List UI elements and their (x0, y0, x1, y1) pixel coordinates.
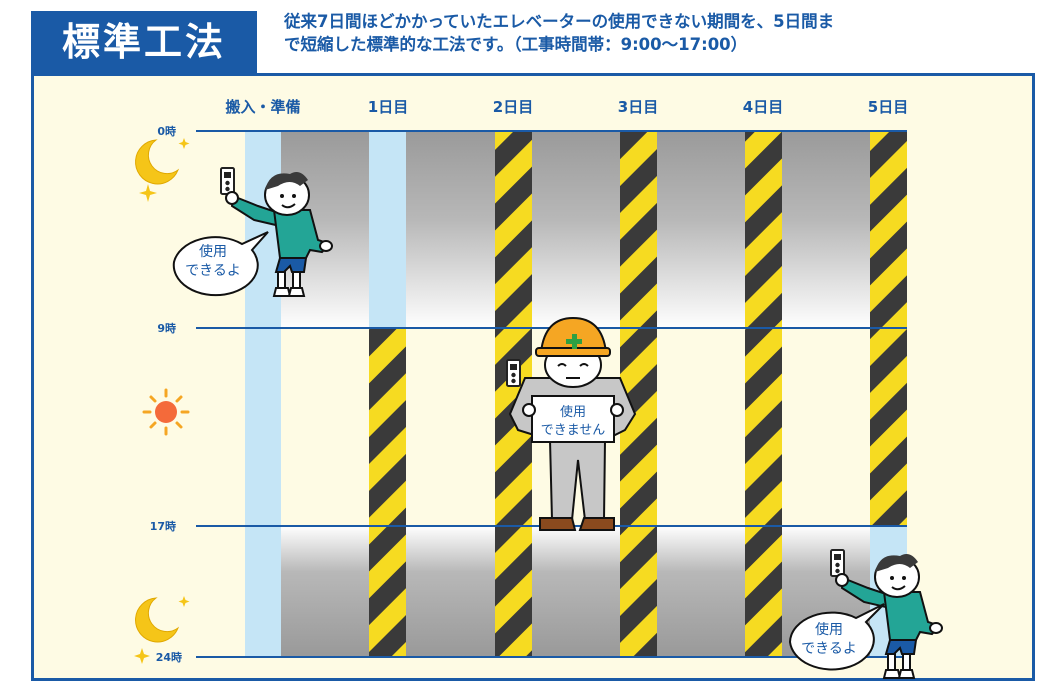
day1-column-available (369, 131, 406, 329)
bubble-line-2: できるよ (801, 641, 857, 657)
elevator-button-icon (830, 549, 845, 577)
gap-2-3-lower (532, 526, 620, 657)
time-label-17: 17時 (150, 519, 176, 533)
description-line-1: 従来7日間ほどかかっていたエレベーターの使用できない期間を、5日間ま (284, 12, 835, 31)
boy-character-available (220, 167, 333, 297)
gap-3-4-lower (657, 526, 745, 657)
method-title-badge: 標準工法 (31, 11, 257, 73)
column-label-prep: 搬入・準備 (225, 98, 300, 116)
time-label-9: 9時 (157, 321, 176, 335)
method-description: 従来7日間ほどかかっていたエレベーターの使用できない期間を、5日間ま で短縮した… (284, 10, 1054, 56)
bubble-line-1: 使用 (199, 243, 227, 260)
elevator-button-icon (220, 167, 235, 195)
prep-column-closed-lower (281, 526, 369, 657)
moon-icon (134, 596, 190, 664)
bubble-line-1: 使用 (815, 621, 843, 638)
column-label-day3: 3日目 (618, 98, 658, 116)
gap-2-3-upper (532, 131, 620, 329)
day1-column-hazard (369, 329, 406, 657)
speech-bubble-available: 使用 できるよ (788, 603, 885, 671)
bubble-line-2: できるよ (185, 263, 241, 279)
column-headers: 搬入・準備 1日目 2日目 3日目 4日目 5日目 (225, 98, 908, 116)
time-label-0: 0時 (157, 124, 176, 138)
gap-1-2-lower (406, 526, 495, 657)
sign-line-2: できません (541, 423, 606, 438)
elevator-button-icon (506, 359, 521, 387)
speech-bubble-available: 使用 できるよ (172, 231, 269, 297)
column-label-day2: 2日目 (493, 98, 533, 116)
day4-column-hazard (745, 131, 782, 657)
column-label-day1: 1日目 (368, 98, 408, 116)
time-label-24: 24時 (156, 650, 182, 664)
column-label-day4: 4日目 (743, 98, 783, 116)
description-line-2: で短縮した標準的な工法です。（工事時間帯：9:00〜17:00） (284, 35, 748, 54)
gap-3-4-upper (657, 131, 745, 329)
column-label-day5: 5日目 (868, 98, 908, 116)
sun-icon (142, 388, 190, 436)
method-title: 標準工法 (61, 20, 226, 64)
gap-4-5-upper (782, 131, 870, 329)
worker-character-unavailable: 使用 できません (506, 316, 637, 531)
boy-character-available (830, 549, 943, 679)
moon-icon (135, 138, 190, 202)
time-labels: 0時 9時 17時 24時 (150, 124, 182, 664)
gap-1-2-upper (406, 131, 495, 329)
sign-line-1: 使用 (560, 404, 586, 420)
